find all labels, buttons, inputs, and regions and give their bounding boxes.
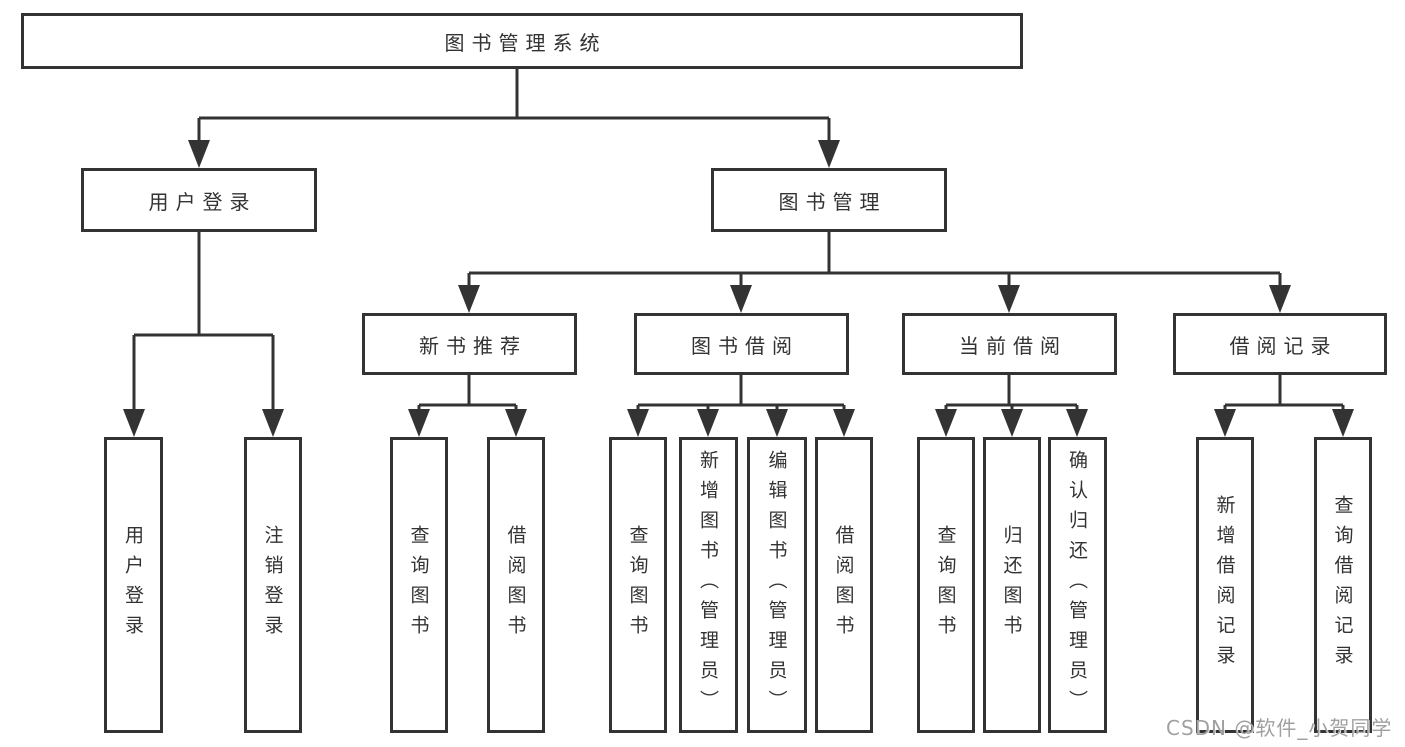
leaf-label: 查询图书 <box>407 525 430 645</box>
node-label: 图书管理 <box>778 189 887 214</box>
leaf-label: 注销登录 <box>261 525 284 645</box>
leaf-label: 确认归还（管理员） <box>1066 450 1088 720</box>
node-label: 图书管理系统 <box>444 30 607 55</box>
leaf-confirm-return-admin: 确认归还（管理员） <box>1048 437 1107 733</box>
leaf-query-borrow-record: 查询借阅记录 <box>1314 437 1372 733</box>
leaf-label: 新增借阅记录 <box>1213 495 1236 675</box>
leaf-add-borrow-record: 新增借阅记录 <box>1196 437 1254 733</box>
leaf-label: 新增图书（管理员） <box>697 450 719 720</box>
leaf-label: 查询借阅记录 <box>1331 495 1354 675</box>
leaf-edit-books-admin: 编辑图书（管理员） <box>747 437 807 733</box>
leaf-logout: 注销登录 <box>244 437 302 733</box>
node-label: 图书借阅 <box>691 333 799 358</box>
leaf-label: 查询图书 <box>934 525 957 645</box>
node-label: 借阅记录 <box>1229 333 1338 358</box>
node-label: 新书推荐 <box>419 333 527 358</box>
node-library-management-system: 图书管理系统 <box>21 13 1023 69</box>
node-book-management: 图书管理 <box>711 168 947 232</box>
leaf-label: 编辑图书（管理员） <box>765 450 788 720</box>
node-borrowing-records: 借阅记录 <box>1173 313 1387 375</box>
leaf-user-login: 用户登录 <box>104 437 163 733</box>
leaf-query-books-current: 查询图书 <box>917 437 975 733</box>
node-book-borrowing: 图书借阅 <box>634 313 849 375</box>
leaf-label: 借阅图书 <box>832 525 855 645</box>
leaf-label: 查询图书 <box>626 525 649 645</box>
leaf-label: 借阅图书 <box>504 525 527 645</box>
node-label: 用户登录 <box>148 189 257 214</box>
leaf-query-books-recommend: 查询图书 <box>390 437 448 733</box>
leaf-label: 用户登录 <box>122 525 144 645</box>
leaf-borrow-books: 借阅图书 <box>815 437 873 733</box>
watermark: CSDN @软件_小贺同学 <box>1166 716 1393 740</box>
leaf-add-books-admin: 新增图书（管理员） <box>679 437 738 733</box>
leaf-label: 归还图书 <box>1000 525 1023 645</box>
node-label: 当前借阅 <box>959 333 1067 358</box>
leaf-return-books: 归还图书 <box>983 437 1041 733</box>
node-current-borrowing: 当前借阅 <box>902 313 1117 375</box>
node-user-login: 用户登录 <box>81 168 317 232</box>
leaf-borrow-books-recommend: 借阅图书 <box>487 437 545 733</box>
leaf-query-books-borrow: 查询图书 <box>609 437 667 733</box>
node-new-book-recommendation: 新书推荐 <box>362 313 577 375</box>
